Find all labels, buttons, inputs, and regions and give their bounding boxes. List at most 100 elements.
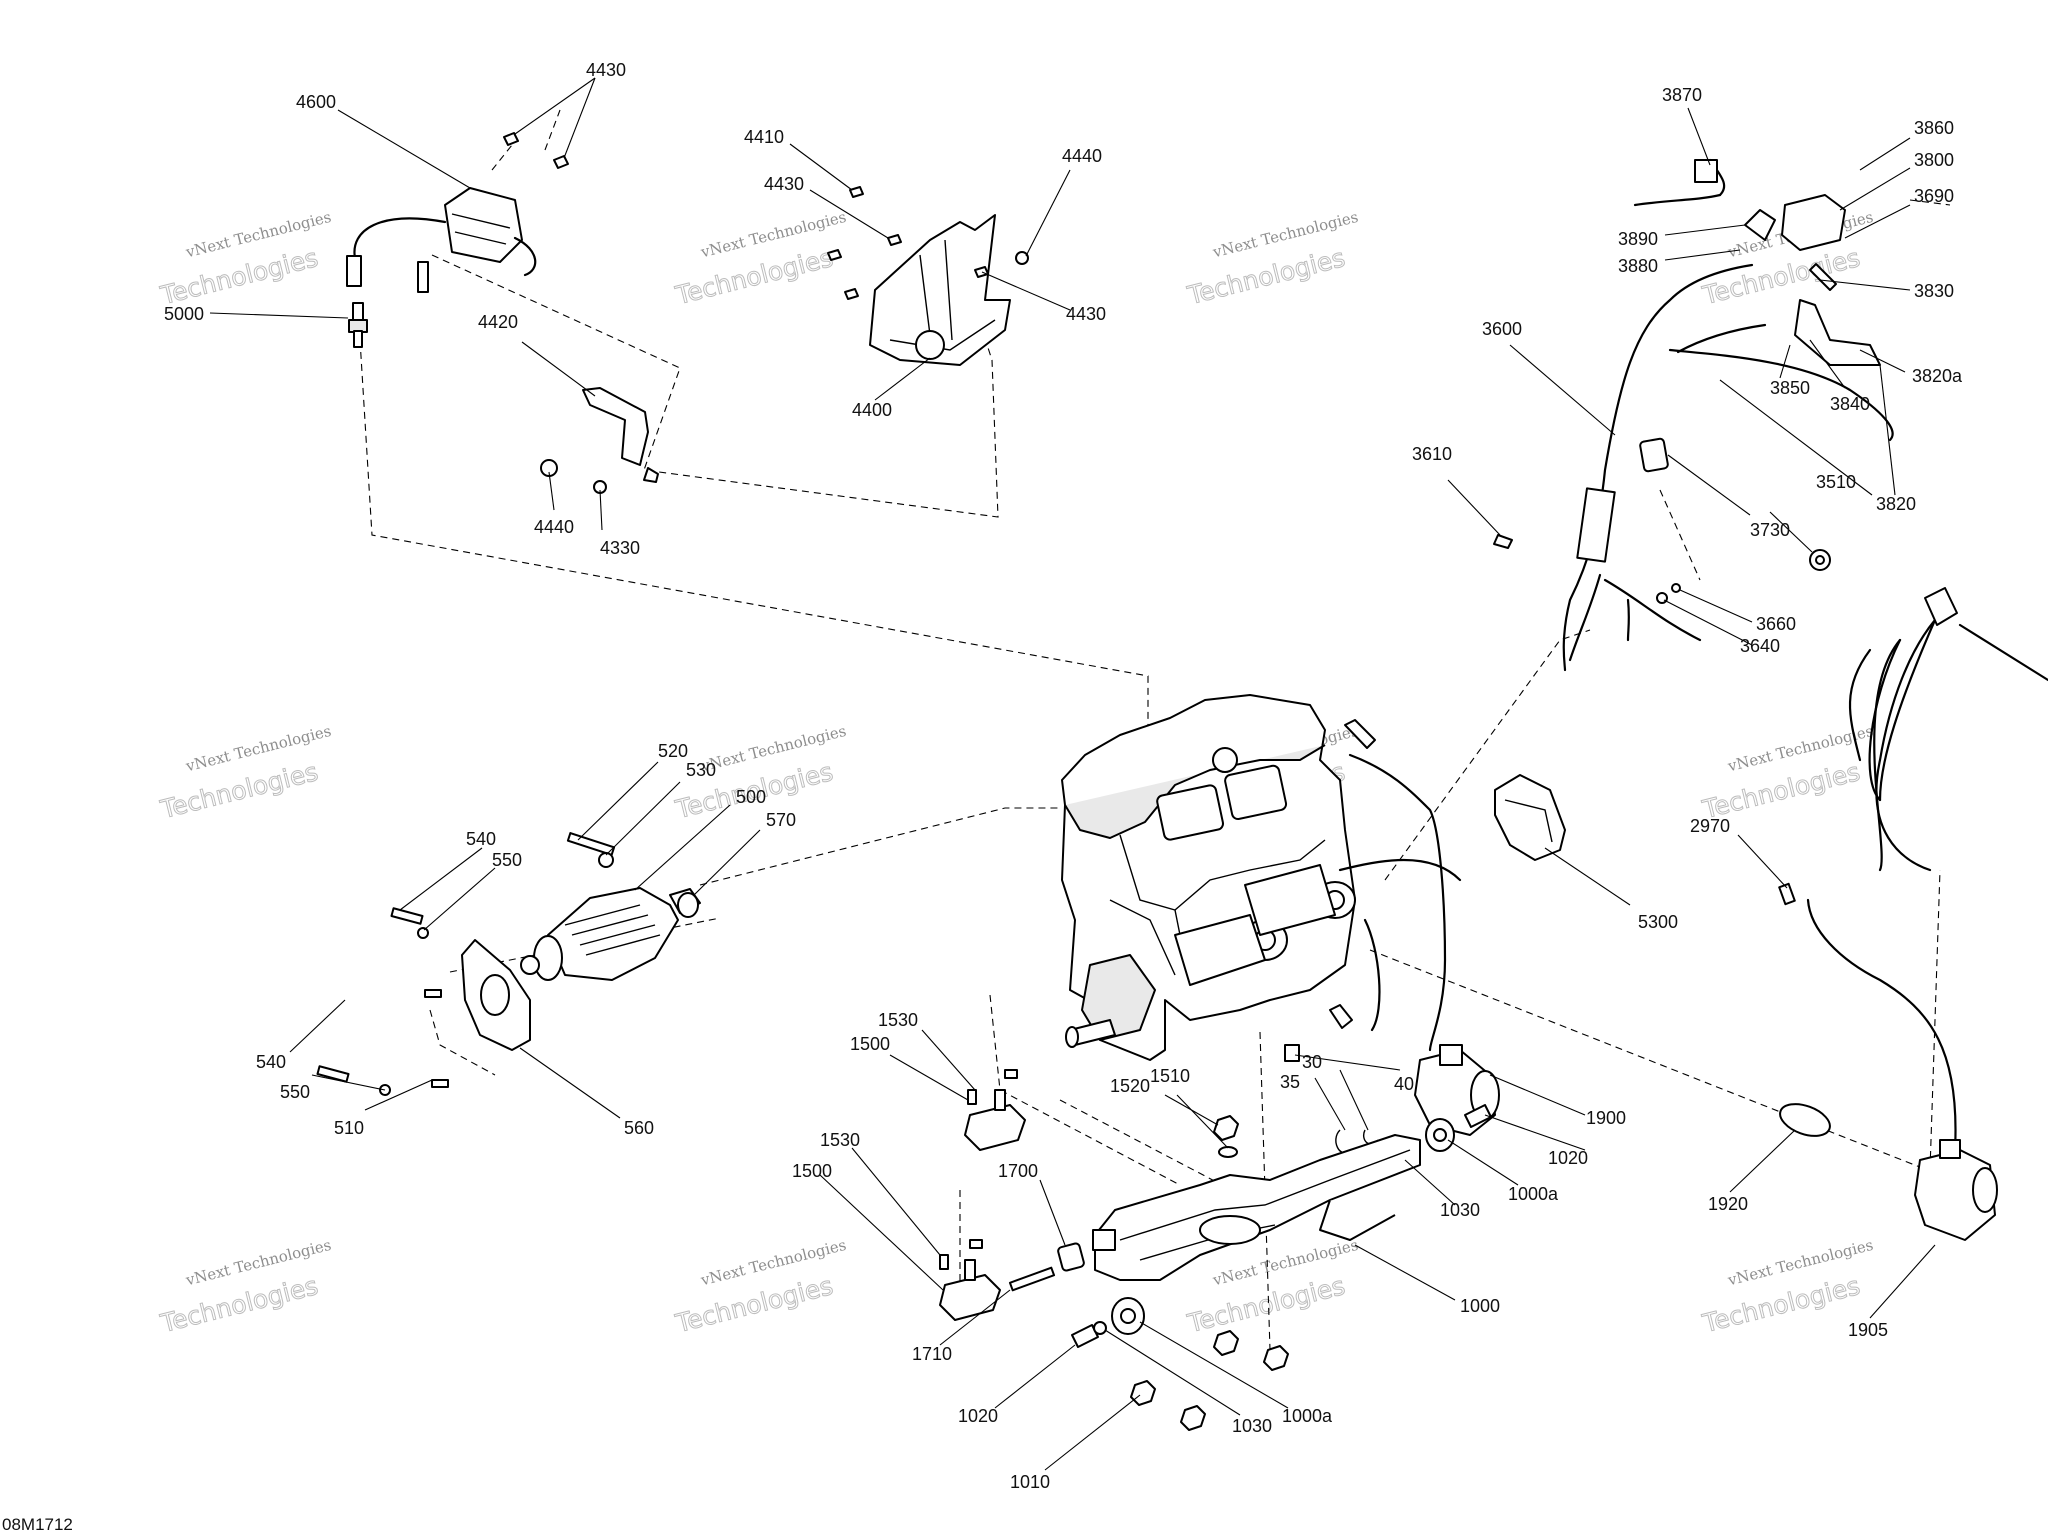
callout-1530: 1530 xyxy=(820,1130,860,1150)
clip-3610 xyxy=(1493,534,1513,549)
callout-1710: 1710 xyxy=(912,1344,952,1364)
callout-2970: 2970 xyxy=(1690,816,1730,836)
carburetor-1900 xyxy=(1414,1044,1500,1136)
callout-3610: 3610 xyxy=(1412,444,1452,464)
callout-1000a: 1000a xyxy=(1508,1184,1559,1204)
bolt-4430-a xyxy=(503,132,569,169)
callout-4420: 4420 xyxy=(478,312,518,332)
callout-530: 530 xyxy=(686,760,716,780)
callout-4330: 4330 xyxy=(600,538,640,558)
connector-40 xyxy=(1284,1044,1300,1062)
svg-text:Technologies: Technologies xyxy=(1699,1271,1863,1338)
callout-3860: 3860 xyxy=(1914,118,1954,138)
callout-4410: 4410 xyxy=(744,127,784,147)
callout-560: 560 xyxy=(624,1118,654,1138)
callout-30: 30 xyxy=(1302,1052,1322,1072)
callout-510: 510 xyxy=(334,1118,364,1138)
carburetor-1905 xyxy=(1914,1139,1998,1241)
relay-3800 xyxy=(1781,194,1846,251)
bushing-570 xyxy=(677,892,699,918)
callout-3820a: 3820a xyxy=(1912,366,1963,386)
callout-1530: 1530 xyxy=(878,1010,918,1030)
watermark: vNext Technologies Technologies xyxy=(1699,722,1876,825)
callout-4430: 4430 xyxy=(586,60,626,80)
callout-4430: 4430 xyxy=(764,174,804,194)
clamp-1920 xyxy=(1779,1103,1831,1137)
callout-4440: 4440 xyxy=(1062,146,1102,166)
callout-3800: 3800 xyxy=(1914,150,1954,170)
callout-labels: 4600 4430 5000 4420 4440 4330 4410 4430 … xyxy=(164,60,1963,1492)
callout-540: 540 xyxy=(256,1052,286,1072)
nuts-1010 xyxy=(1130,1330,1289,1431)
wiring-harness-3600 xyxy=(1562,158,1894,672)
svg-text:Technologies: Technologies xyxy=(1184,1271,1348,1338)
svg-text:Technologies: Technologies xyxy=(1699,757,1863,824)
nuts-1510-1520 xyxy=(1213,1115,1239,1158)
callout-1520: 1520 xyxy=(1110,1076,1150,1096)
callout-3660: 3660 xyxy=(1756,614,1796,634)
coil-bracket-4420 xyxy=(540,387,659,494)
boot-1000a-a xyxy=(1425,1118,1455,1152)
callout-1510: 1510 xyxy=(1150,1066,1190,1086)
watermark: vNext Technologies Technologies xyxy=(157,208,334,311)
callout-4440: 4440 xyxy=(534,517,574,537)
svg-text:Technologies: Technologies xyxy=(157,243,321,310)
callout-3730: 3730 xyxy=(1750,520,1790,540)
ignition-coil-4600 xyxy=(346,187,537,293)
callout-1500: 1500 xyxy=(850,1034,890,1054)
bolts-540-550 xyxy=(316,907,449,1096)
callout-3880: 3880 xyxy=(1618,256,1658,276)
watermark: vNext Technologies Technologies xyxy=(672,208,849,311)
callout-1500: 1500 xyxy=(792,1161,832,1181)
callout-3820: 3820 xyxy=(1876,494,1916,514)
spark-plug-5000 xyxy=(348,302,368,348)
watermark: vNext Technologies Technologies xyxy=(157,722,334,825)
callout-4600: 4600 xyxy=(296,92,336,112)
svg-text:Technologies: Technologies xyxy=(157,757,321,824)
callout-520: 520 xyxy=(658,741,688,761)
diagram-reference-code: 08M1712 xyxy=(2,1515,73,1534)
spacer-1700 xyxy=(1057,1242,1085,1272)
callout-500: 500 xyxy=(736,787,766,807)
callout-1010: 1010 xyxy=(1010,1472,1050,1492)
callout-35: 35 xyxy=(1280,1072,1300,1092)
callout-1030: 1030 xyxy=(1232,1416,1272,1436)
engine-mount-1000 xyxy=(1092,1134,1421,1281)
callout-570: 570 xyxy=(766,810,796,830)
callout-3890: 3890 xyxy=(1618,229,1658,249)
callout-3690: 3690 xyxy=(1914,186,1954,206)
air-box-5300 xyxy=(1494,774,1566,861)
callout-3640: 3640 xyxy=(1740,636,1780,656)
callout-1020: 1020 xyxy=(1548,1148,1588,1168)
svg-text:Technologies: Technologies xyxy=(672,1271,836,1338)
throttle-cable xyxy=(1806,587,2048,1152)
callout-1700: 1700 xyxy=(998,1161,1038,1181)
callout-5300: 5300 xyxy=(1638,912,1678,932)
sensor-2970 xyxy=(1778,882,1796,906)
watermark: vNext Technologies Technologies xyxy=(157,1236,334,1339)
engine-block xyxy=(1061,694,1462,1061)
callout-40: 40 xyxy=(1394,1074,1414,1094)
callout-1000: 1000 xyxy=(1460,1296,1500,1316)
callout-3870: 3870 xyxy=(1662,85,1702,105)
svg-text:Technologies: Technologies xyxy=(1699,243,1863,310)
svg-text:Technologies: Technologies xyxy=(1184,243,1348,310)
watermark: vNext Technologies Technologies xyxy=(672,1236,849,1339)
starter-bracket-560 xyxy=(461,939,531,1051)
callout-1905: 1905 xyxy=(1848,1320,1888,1340)
bolt-3660 xyxy=(1656,583,1681,604)
grommet-3730 xyxy=(1639,437,1669,473)
rubber-mount-1500-b xyxy=(939,1239,1001,1321)
callout-4430: 4430 xyxy=(1066,304,1106,324)
callout-5000: 5000 xyxy=(164,304,204,324)
callout-540: 540 xyxy=(466,829,496,849)
callout-1920: 1920 xyxy=(1708,1194,1748,1214)
ecu-bracket-4400 xyxy=(827,186,1029,366)
leader-lines xyxy=(209,77,1936,1471)
svg-text:Technologies: Technologies xyxy=(672,243,836,310)
starter-500 xyxy=(520,887,701,981)
callout-3830: 3830 xyxy=(1914,281,1954,301)
bolt-1710 xyxy=(1008,1266,1056,1292)
